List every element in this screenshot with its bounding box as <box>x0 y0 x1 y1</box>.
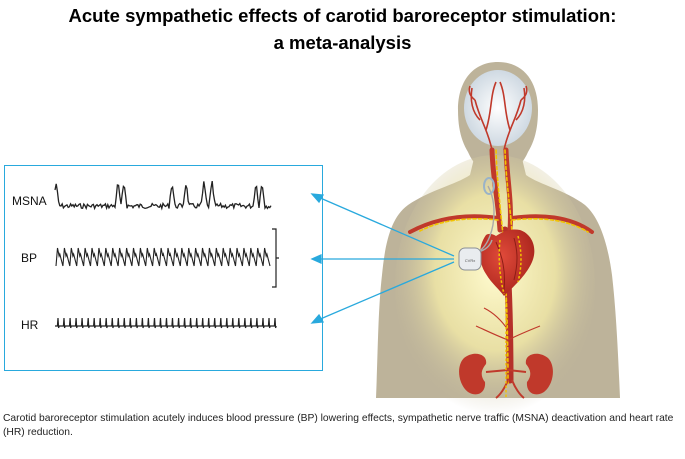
arrow-msna-head <box>310 193 325 204</box>
arrow-msna <box>317 196 455 257</box>
arrows <box>310 193 455 324</box>
subclavian-right <box>510 214 594 234</box>
brain-arteries <box>468 81 528 151</box>
bp-label: BP <box>21 251 38 265</box>
title-line-2: a meta-analysis <box>273 32 412 53</box>
msna-label: MSNA <box>12 194 47 208</box>
bp-trace <box>55 247 271 267</box>
kidney-right <box>525 353 553 395</box>
heart-nerve <box>498 235 522 295</box>
carotid-electrode <box>483 177 495 195</box>
carotid-right <box>503 147 513 233</box>
kidney-left <box>459 353 487 395</box>
figure-caption: Carotid baroreceptor stimulation acutely… <box>3 413 674 438</box>
hr-trace <box>55 317 277 329</box>
figure-title: Acute sympathetic effects of carotid bar… <box>0 2 685 56</box>
traces-panel: MSNA BP HR <box>4 165 323 371</box>
brain <box>464 70 532 146</box>
title-line-1: Acute sympathetic effects of carotid bar… <box>68 5 617 26</box>
arrow-hr-head <box>310 313 325 324</box>
nerve-path-2 <box>417 149 589 233</box>
arrow-hr <box>317 261 455 321</box>
subclavian-left <box>408 214 500 234</box>
carotid-left <box>489 147 503 233</box>
hr-label: HR <box>21 318 39 332</box>
bp-scale-bar <box>272 228 279 288</box>
heart-vessels <box>495 237 518 291</box>
renal-arteries <box>485 368 527 399</box>
msna-trace <box>54 180 272 211</box>
arrow-bp-head <box>310 253 322 265</box>
device-label: CVRx <box>465 258 475 263</box>
stimulator-device <box>458 247 482 271</box>
